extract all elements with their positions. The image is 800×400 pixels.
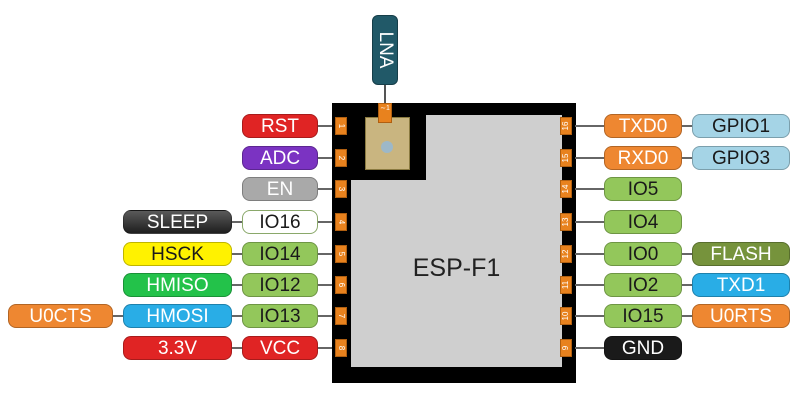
lna-connector (384, 85, 386, 103)
pin-pad: 8 (335, 339, 347, 357)
pin-connector (575, 284, 604, 286)
pin-pad: 11 (560, 276, 572, 294)
pin-connector (575, 125, 604, 127)
pin-connector (232, 284, 242, 286)
pin-connector (318, 253, 332, 255)
pin-label: RXD0 (604, 146, 682, 170)
antenna-pin: ∼1 (378, 103, 392, 123)
pin-connector (318, 125, 332, 127)
pin-label: IO5 (604, 177, 682, 201)
lna-label-text: LNA (375, 31, 396, 69)
pin-connector (682, 157, 692, 159)
pin-label: U0CTS (8, 304, 113, 328)
pin-connector (232, 347, 242, 349)
pin-pad: 3 (335, 180, 347, 198)
pin-label: U0RTS (692, 304, 790, 328)
pin-connector (575, 188, 604, 190)
pin-pad: 13 (560, 213, 572, 231)
pin-connector (232, 315, 242, 317)
pin-label: RST (242, 114, 318, 138)
pin-connector (113, 315, 123, 317)
pin-label: IO14 (242, 242, 318, 266)
pin-label: IO13 (242, 304, 318, 328)
pin-connector (232, 221, 242, 223)
pin-pad: 9 (560, 339, 572, 357)
pin-label: FLASH (692, 242, 790, 266)
pin-label: IO4 (604, 210, 682, 234)
lna-label: LNA (372, 15, 398, 85)
pin-connector (232, 253, 242, 255)
pin-label: TXD1 (692, 273, 790, 297)
pin-pad: 15 (560, 149, 572, 167)
antenna-dot (381, 141, 393, 153)
pin-label: GPIO3 (692, 146, 790, 170)
pin-connector (682, 284, 692, 286)
pin-connector (682, 253, 692, 255)
antenna-pad (365, 117, 410, 170)
pin-pad: 7 (335, 307, 347, 325)
pin-pad: 14 (560, 180, 572, 198)
pin-pad: 10 (560, 307, 572, 325)
pin-connector (318, 188, 332, 190)
pin-pad: 5 (335, 245, 347, 263)
pin-label: IO0 (604, 242, 682, 266)
pin-connector (575, 221, 604, 223)
pin-label: IO2 (604, 273, 682, 297)
pin-connector (575, 157, 604, 159)
pin-label: HMISO (123, 273, 232, 297)
pin-label: IO16 (242, 210, 318, 234)
pin-label: GND (604, 336, 682, 360)
pin-pad: 12 (560, 245, 572, 263)
pin-label: HMOSI (123, 304, 232, 328)
pin-label: TXD0 (604, 114, 682, 138)
pin-label: IO15 (604, 304, 682, 328)
pin-pad: 16 (560, 117, 572, 135)
pin-pad: 4 (335, 213, 347, 231)
pin-connector (318, 284, 332, 286)
pin-connector (318, 347, 332, 349)
pin-connector (318, 221, 332, 223)
pin-connector (575, 315, 604, 317)
pin-connector (682, 125, 692, 127)
pin-label: SLEEP (123, 210, 232, 234)
pin-label: GPIO1 (692, 114, 790, 138)
pin-label: HSCK (123, 242, 232, 266)
module-name: ESP-F1 (412, 254, 501, 282)
pin-label: VCC (242, 336, 318, 360)
pin-connector (682, 315, 692, 317)
pin-label: 3.3V (123, 336, 232, 360)
pin-label: IO12 (242, 273, 318, 297)
pin-connector (575, 253, 604, 255)
pin-connector (318, 315, 332, 317)
pin-label: ADC (242, 146, 318, 170)
pin-pad: 1 (335, 117, 347, 135)
pin-label: EN (242, 177, 318, 201)
pin-pad: 6 (335, 276, 347, 294)
pin-connector (575, 347, 604, 349)
pin-pad: 2 (335, 149, 347, 167)
pin-connector (318, 157, 332, 159)
